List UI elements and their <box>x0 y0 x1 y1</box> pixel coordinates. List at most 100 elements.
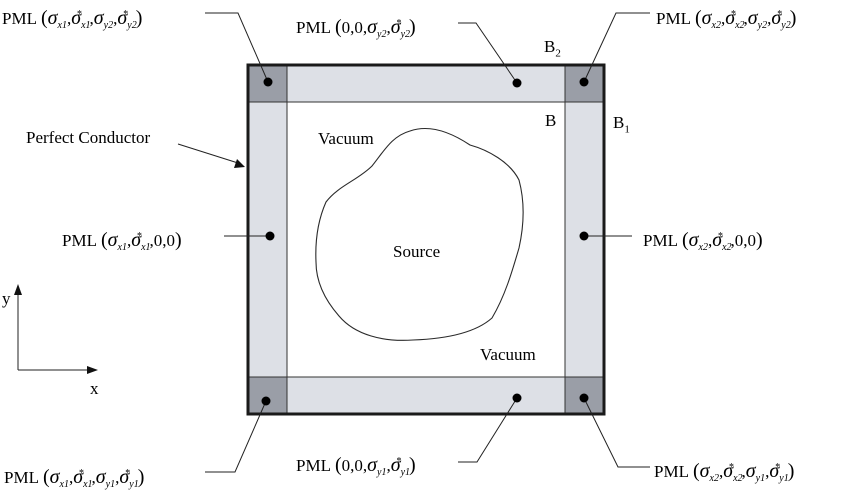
parameter-subscript: x2 <box>711 20 721 31</box>
parameter-subscript: x1 <box>59 479 69 490</box>
leader-line-top <box>458 22 518 84</box>
pml-label-top-right: PML(σx2,σx2*,σy2,σy2*) <box>656 5 796 36</box>
paren: ( <box>334 454 342 476</box>
paren: ( <box>694 7 702 29</box>
leader-line-bottom-left <box>205 400 267 473</box>
pml-point <box>263 77 273 87</box>
pml-parameter: 0 <box>354 456 363 475</box>
paren: ( <box>100 229 108 251</box>
pml-parameter: σx1* <box>73 466 93 490</box>
parameter-subscript: y1 <box>129 479 139 490</box>
parameter-subscript: x2 <box>722 242 732 253</box>
pml-parameter: σx2 <box>699 460 719 484</box>
pml-prefix: PML <box>4 468 39 487</box>
leader-line-top-right <box>583 12 650 83</box>
parameter-subscript: x2 <box>698 242 708 253</box>
pml-parameter: 0 <box>734 231 744 250</box>
paren: ) <box>409 16 416 38</box>
parameter-subscript: y1 <box>377 467 387 478</box>
pml-prefix: PML <box>2 9 37 28</box>
pml-prefix: PML <box>654 462 689 481</box>
parameter-subscript: x1 <box>117 242 127 253</box>
pml-parameter: σy2 <box>367 16 387 40</box>
pml-strip-top <box>286 64 566 103</box>
parameter-subscript: x2 <box>735 20 745 31</box>
vacuum-label-bottom: Vacuum <box>480 345 536 364</box>
pml-parameter: σx1* <box>71 7 91 31</box>
pml-prefix: PML <box>656 9 691 28</box>
pml-parameter: σx1 <box>47 7 67 31</box>
parameter-subscript: y2 <box>103 20 114 31</box>
pml-parameter: σx2* <box>723 460 743 484</box>
source-region <box>315 128 524 341</box>
pml-label-bottom-right: PML(σx2,σx2*,σy1,σy1*) <box>654 458 794 489</box>
paren: ( <box>40 7 48 29</box>
parameter-subscript: x1 <box>83 479 93 490</box>
pml-parameter: σy1 <box>745 460 766 484</box>
pml-parameter: 0 <box>341 18 351 37</box>
parameter-subscript: y1 <box>779 473 789 484</box>
pml-parameter: σy1* <box>769 460 789 484</box>
pml-parameter: 0 <box>166 231 176 250</box>
pml-parameter: σy1 <box>95 466 116 490</box>
boundary-b1-label: B1 <box>613 113 630 139</box>
parameter-superscript: * <box>396 456 402 467</box>
parameter-superscript: * <box>124 468 130 479</box>
parameter-superscript: * <box>774 462 780 473</box>
pml-parameter: σx2 <box>688 229 708 253</box>
x-axis-arrowhead <box>87 366 98 374</box>
paren: ( <box>681 229 689 251</box>
paren: ) <box>175 229 182 251</box>
pml-parameter: σy2 <box>747 7 768 31</box>
pml-corner-bottom-left <box>247 376 288 415</box>
parameter-subscript: y1 <box>400 467 411 478</box>
pml-label-bottom: PML(0,0,σy1,σy1*) <box>296 452 416 483</box>
pml-parameter: 0 <box>354 18 363 37</box>
leader-line-bottom-right <box>583 397 650 468</box>
parameter-subscript: x2 <box>709 473 719 484</box>
pml-label-right: PML(σx2,σx2*,0,0) <box>643 227 763 258</box>
parameter-subscript: x2 <box>733 473 743 484</box>
pml-parameter: σy1 <box>367 454 387 478</box>
pml-label-bottom-left: PML(σx1,σx1*,σy1,σy1*) <box>4 464 144 495</box>
boundary-b1-sub: 1 <box>624 123 630 136</box>
pml-parameter: σy2* <box>390 16 411 40</box>
pml-prefix: PML <box>296 18 331 37</box>
perfect-conductor-arrow <box>177 143 239 164</box>
parameter-subscript: y2 <box>757 20 768 31</box>
y-axis-label: y <box>2 289 11 308</box>
pml-label-top-left: PML(σx1,σx1*,σy2,σy2*) <box>2 5 142 36</box>
paren: ) <box>135 7 143 29</box>
pml-point <box>579 77 589 87</box>
parameter-superscript: * <box>76 9 82 20</box>
pml-parameter: σx2* <box>725 7 745 31</box>
source-label: Source <box>393 242 441 261</box>
pml-parameter: σy1* <box>390 454 411 478</box>
pml-label-left: PML(σx1,σx1*,0,0) <box>62 227 182 258</box>
vacuum-label-top: Vacuum <box>318 129 374 148</box>
perfect-conductor-boundary <box>246 63 606 416</box>
pml-prefix: PML <box>62 231 97 250</box>
pml-point <box>261 396 271 406</box>
pml-parameter: σx1* <box>131 229 151 253</box>
paren: ) <box>787 460 795 482</box>
parameter-superscript: * <box>776 9 782 20</box>
pml-point <box>579 231 589 241</box>
pml-point <box>579 393 589 403</box>
pml-prefix: PML <box>296 456 331 475</box>
boundary-b2-base: B <box>544 37 556 56</box>
x-axis-label: x <box>90 379 99 398</box>
parameter-superscript: * <box>717 231 723 242</box>
paren: ) <box>409 454 416 476</box>
pml-parameter: σx2* <box>712 229 732 253</box>
boundary-b-label: B <box>545 111 557 130</box>
parameter-superscript: * <box>122 9 128 20</box>
parameter-subscript: y2 <box>400 29 411 40</box>
parameter-superscript: * <box>728 462 734 473</box>
leader-line-bottom <box>458 397 518 463</box>
pml-point <box>265 231 275 241</box>
boundary-b1-base: B <box>613 113 625 132</box>
arrowhead <box>234 159 245 168</box>
